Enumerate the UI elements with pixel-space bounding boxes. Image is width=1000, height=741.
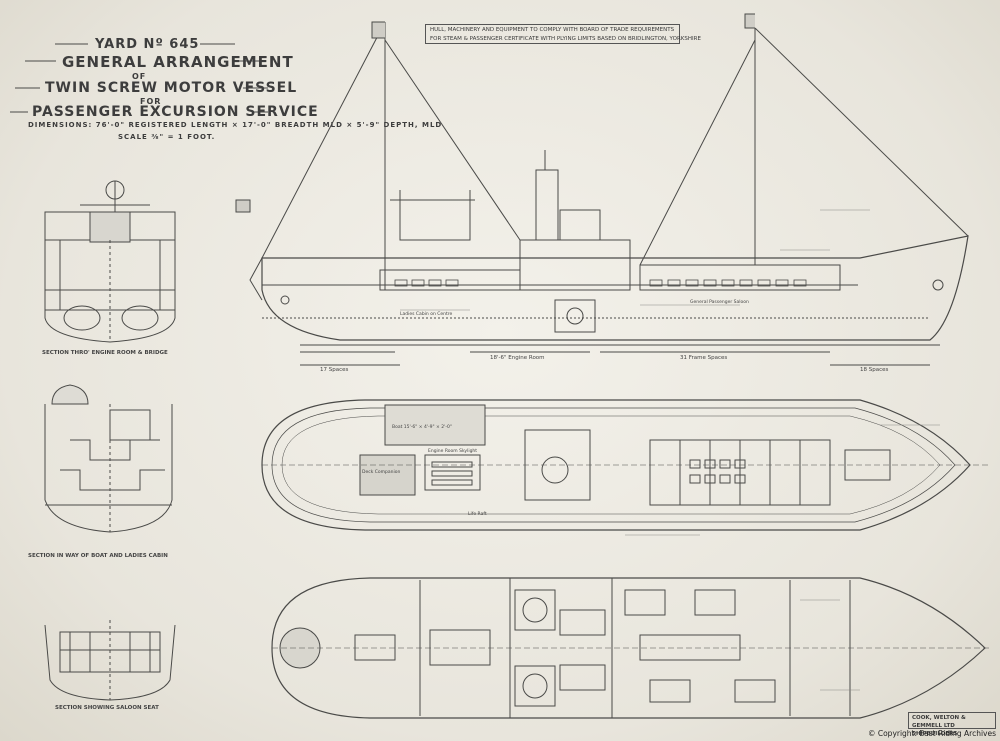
- service-type: PASSENGER EXCURSION SERVICE: [32, 104, 319, 120]
- profile-view-drawing: [235, 13, 969, 366]
- title-of: OF: [132, 72, 147, 81]
- requirements-box: HULL, MACHINERY AND EQUIPMENT TO COMPLY …: [425, 24, 701, 44]
- label-fore-spaces: 18 Spaces: [860, 367, 889, 373]
- section-engine-room-drawing: [44, 180, 176, 343]
- label-ladies-cabin: Ladies Cabin on Centre: [400, 312, 453, 317]
- label-life-raft: Life Raft: [468, 512, 487, 517]
- label-boat: Boat 15'-6" × 4'-9" × 2'-0": [392, 425, 452, 430]
- yard-number: YARD Nº 645: [95, 37, 200, 52]
- copyright-notice: © Copyright: East Riding Archives: [867, 729, 996, 738]
- vessel-type: TWIN SCREW MOTOR VESSEL: [45, 80, 298, 96]
- requirements-line-1: HULL, MACHINERY AND EQUIPMENT TO COMPLY …: [430, 27, 675, 33]
- caption-ladies-cabin-section: SECTION IN WAY OF BOAT AND LADIES CABIN: [28, 553, 168, 559]
- caption-engine-room-section: SECTION THRO' ENGINE ROOM & BRIDGE: [42, 350, 168, 356]
- drawing-title: GENERAL ARRANGEMENT: [62, 53, 294, 71]
- dimensions-text: DIMENSIONS: 76'-0" REGISTERED LENGTH × 1…: [28, 121, 443, 129]
- section-ladies-cabin-drawing: [44, 384, 173, 533]
- caption-saloon-section: SECTION SHOWING SALOON SEAT: [55, 705, 159, 711]
- builder-subtitle: SHIPBUILDERS: [912, 731, 958, 737]
- upper-deck-plan-drawing: [261, 399, 990, 531]
- label-engine-room-skylight: Engine Room Skylight: [428, 449, 478, 454]
- lower-deck-plan-drawing: [271, 577, 990, 719]
- requirements-line-2: FOR STEAM & PASSENGER CERTIFICATE WITH P…: [430, 36, 701, 42]
- scale-text: SCALE ⅜" = 1 FOOT.: [118, 133, 216, 141]
- label-general-saloon: General Passenger Saloon: [690, 300, 749, 305]
- label-frame-spaces: 31 Frame Spaces: [680, 355, 728, 361]
- builder-name: COOK, WELTON & GEMMELL LTD: [912, 715, 966, 729]
- label-deck-companion: Deck Companion: [362, 470, 401, 475]
- title-for: FOR: [140, 97, 162, 106]
- builder-stamp: COOK, WELTON & GEMMELL LTD SHIPBUILDERS: [908, 712, 996, 737]
- section-saloon-drawing: [44, 620, 176, 701]
- label-aft-spaces: 17 Spaces: [320, 367, 349, 373]
- label-engine-room: 18'-6" Engine Room: [490, 355, 545, 361]
